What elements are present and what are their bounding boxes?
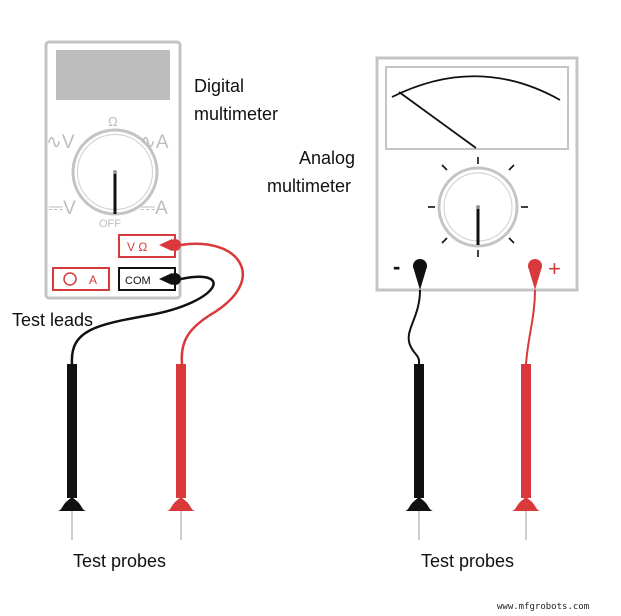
red-test-probe-left [167,364,195,540]
dial-label-ohm: Ω [108,114,118,129]
red-plug [159,239,181,251]
black-test-lead [70,275,215,365]
analog-scale-arc [391,75,561,101]
digital-multimeter: Ω ∿V ∿A ⎓V ⎓A OFF V Ω COM A [44,40,244,540]
dial-label-dc-v: ⎓V [48,198,76,219]
red-test-probe-right [512,364,540,540]
dial-label-ac-v: ∿V [46,132,75,153]
analog-red-lead [525,289,536,365]
digital-display [56,50,170,100]
label-analog-multimeter: multimeter [267,176,351,196]
watermark: www.mfgrobots.com [497,602,589,612]
jack-amp[interactable] [52,267,110,291]
label-digital-multimeter: multimeter [194,104,278,124]
black-test-probe-left [58,364,86,540]
analog-black-plug [413,259,427,290]
analog-plus-label: + [548,256,561,281]
dial-label-ac-a: ∿A [140,132,169,153]
black-plug [159,273,181,285]
analog-multimeter: - + [375,56,579,540]
analog-needle [398,91,477,149]
label-analog: Analog [299,148,355,168]
black-test-probe-right [405,364,433,540]
analog-range-ticks [428,157,528,257]
label-test-probes-left: Test probes [73,551,166,571]
jack-amp-socket-icon [63,272,77,286]
red-test-lead [180,242,244,365]
analog-black-lead [407,289,421,365]
dial-label-dc-a: ⎓A [140,198,168,219]
analog-minus-label: - [393,254,400,279]
jack-amp-label: A [89,273,97,287]
jack-com-label: COM [125,275,151,287]
label-digital: Digital [194,76,244,96]
analog-red-plug [528,259,542,290]
dial-label-off: OFF [99,218,121,230]
label-test-leads: Test leads [12,310,93,330]
label-test-probes-right: Test probes [421,551,514,571]
jack-vohm-label: V Ω [127,240,147,254]
analog-meter-face [385,66,569,150]
